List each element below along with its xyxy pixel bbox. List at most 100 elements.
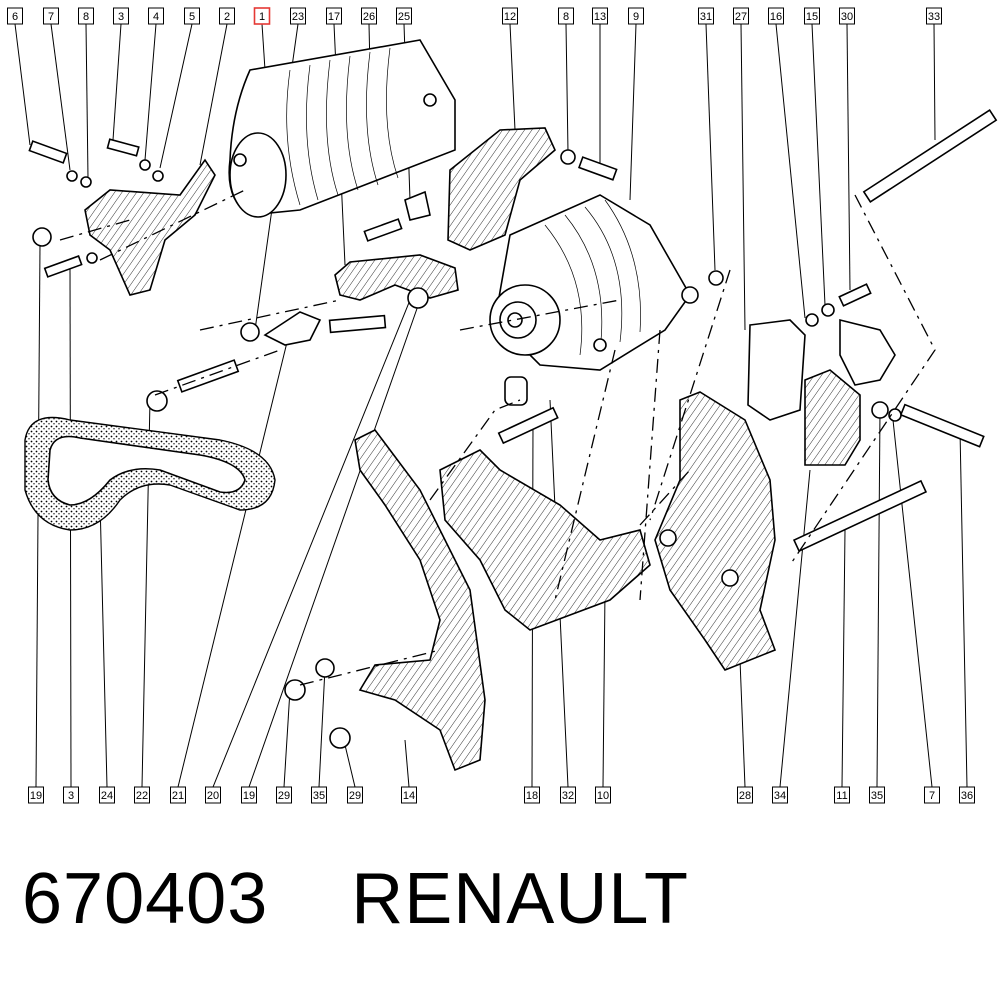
leader-line	[144, 23, 157, 161]
leader-line	[159, 23, 193, 169]
callout-bottom-14: 28	[737, 786, 753, 804]
callout-number: 21	[172, 790, 184, 802]
callout-number: 24	[101, 790, 113, 802]
leader-line	[14, 23, 31, 146]
bolt-18	[497, 406, 559, 445]
leader-line	[177, 329, 291, 788]
leader-line	[846, 23, 851, 291]
callout-box	[502, 7, 518, 25]
callout-number: 26	[363, 11, 375, 23]
callout-number: 6	[12, 11, 18, 23]
bracket-14	[354, 428, 486, 772]
callout-top-3: 3	[113, 7, 129, 25]
callout-box	[869, 786, 885, 804]
callout-bottom-17: 35	[869, 786, 885, 804]
leader-line	[629, 23, 637, 201]
callout-box	[361, 7, 377, 25]
callout-bottom-4: 21	[170, 786, 186, 804]
bolt-36	[899, 403, 985, 448]
leader-line	[602, 589, 606, 788]
leader-line	[99, 499, 108, 788]
callout-number: 31	[700, 11, 712, 23]
callout-number: 17	[328, 11, 340, 23]
callout-box	[560, 786, 576, 804]
callout-box	[595, 786, 611, 804]
callout-number: 28	[739, 790, 751, 802]
callout-number: 5	[189, 11, 195, 23]
leader-line	[739, 659, 746, 788]
callout-box	[326, 7, 342, 25]
callout-bottom-7: 29	[276, 786, 292, 804]
callout-box	[113, 7, 129, 25]
callout-number: 34	[774, 790, 786, 802]
callout-box	[558, 7, 574, 25]
callout-bottom-9: 29	[347, 786, 363, 804]
callout-number: 3	[68, 790, 74, 802]
callout-top-0: 6	[7, 7, 23, 25]
callout-number: 8	[563, 11, 569, 23]
leader-line	[705, 23, 716, 271]
leader-line	[283, 689, 291, 788]
callout-number: 25	[398, 11, 410, 23]
bracket-17	[334, 254, 459, 301]
callout-bottom-12: 32	[560, 786, 576, 804]
callout-number: 2	[224, 11, 230, 23]
callout-number: 16	[770, 11, 782, 23]
callout-bottom-6: 19	[241, 786, 257, 804]
callout-number: 7	[48, 11, 54, 23]
callout-top-5: 5	[184, 7, 200, 25]
callout-number: 8	[83, 11, 89, 23]
callout-box	[219, 7, 235, 25]
callout-top-18: 16	[768, 7, 784, 25]
callout-number: 12	[504, 11, 516, 23]
callout-number: 18	[526, 790, 538, 802]
starter-motor	[228, 39, 456, 218]
callout-box	[276, 786, 292, 804]
callout-box	[311, 786, 327, 804]
callout-box	[628, 7, 644, 25]
leader-line	[811, 23, 826, 306]
callout-number: 20	[207, 790, 219, 802]
callout-number: 19	[243, 790, 255, 802]
callout-number: 15	[806, 11, 818, 23]
bracket-12	[447, 127, 556, 251]
footer-caption: 670403 RENAULT	[22, 858, 689, 948]
parts-artwork	[24, 39, 998, 772]
callout-top-10: 26	[361, 7, 377, 25]
callout-bottom-8: 35	[311, 786, 327, 804]
callout-bottom-15: 34	[772, 786, 788, 804]
callout-bottom-16: 11	[834, 786, 850, 804]
leader-line	[318, 667, 326, 788]
callout-top-8: 23	[290, 7, 306, 25]
callout-box	[592, 7, 608, 25]
callout-bottom-0: 19	[28, 786, 44, 804]
callout-top-11: 25	[396, 7, 412, 25]
callout-top-4: 4	[148, 7, 164, 25]
callout-bottom-18: 7	[924, 786, 940, 804]
callout-top-16: 31	[698, 7, 714, 25]
callout-top-19: 15	[804, 7, 820, 25]
bolt-11	[792, 479, 928, 553]
callout-number: 32	[562, 790, 574, 802]
callout-number: 36	[961, 790, 973, 802]
callout-number: 35	[871, 790, 883, 802]
callout-number: 27	[735, 11, 747, 23]
callout-bottom-11: 18	[524, 786, 540, 804]
bracket-left	[84, 158, 216, 296]
callout-box	[99, 786, 115, 804]
callout-number: 19	[30, 790, 42, 802]
callout-top-21: 33	[926, 7, 942, 25]
leader-line	[212, 299, 411, 788]
callout-top-2: 8	[78, 7, 94, 25]
callout-number: 7	[929, 790, 935, 802]
fasteners-top-left	[28, 138, 164, 278]
part-number: 670403	[22, 859, 269, 939]
leader-line	[199, 23, 228, 166]
leader-line	[85, 23, 89, 179]
callout-box	[396, 7, 412, 25]
callout-top-1: 7	[43, 7, 59, 25]
callout-top-17: 27	[733, 7, 749, 25]
callout-box	[241, 786, 257, 804]
leader-line	[404, 739, 410, 788]
